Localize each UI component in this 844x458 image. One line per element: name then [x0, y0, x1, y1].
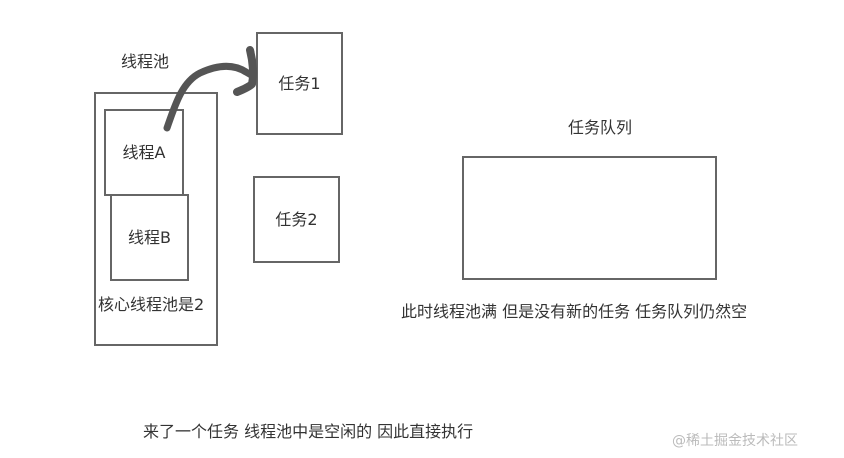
- task-queue-box: [462, 156, 717, 280]
- thread-b-label: 线程B: [128, 227, 171, 247]
- thread-b-box: 线程B: [110, 194, 189, 281]
- thread-a-box: 线程A: [104, 109, 184, 196]
- thread-a-label: 线程A: [122, 142, 166, 162]
- caption: 来了一个任务 线程池中是空闲的 因此直接执行: [143, 422, 474, 441]
- core-pool-size-note: 核心线程池是2: [98, 295, 205, 314]
- task-2-box: 任务2: [253, 176, 340, 263]
- task-2-label: 任务2: [275, 209, 318, 229]
- task-queue-note: 此时线程池满 但是没有新的任务 任务队列仍然空: [401, 302, 748, 321]
- thread-pool-title: 线程池: [121, 52, 170, 71]
- watermark: @稀土掘金技术社区: [672, 433, 798, 449]
- task-1-box: 任务1: [256, 32, 343, 135]
- task-queue-title: 任务队列: [568, 118, 633, 137]
- task-1-label: 任务1: [278, 73, 321, 93]
